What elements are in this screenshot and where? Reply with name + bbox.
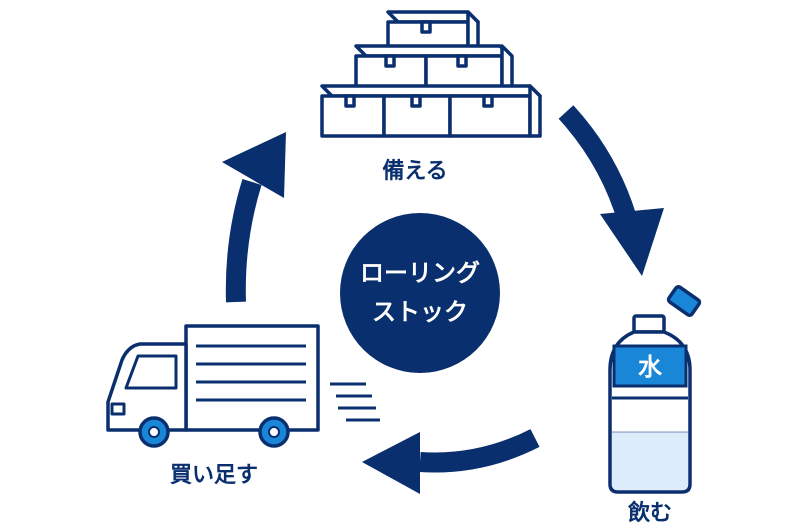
center-title-line2: ストック (372, 298, 468, 326)
step-label-drink: 飲む (627, 500, 672, 526)
center-badge: ローリング ストック (340, 213, 500, 373)
arrow-stock-to-drink-icon (558, 105, 664, 276)
bottle-label-text: 水 (638, 353, 663, 381)
step-label-stock: 備える (382, 158, 447, 184)
center-title-line1: ローリング (360, 259, 480, 287)
arrow-drink-to-replenish-icon (362, 429, 540, 494)
step-label-replenish: 買い足す (170, 463, 258, 488)
stacked-boxes-icon (320, 10, 542, 138)
water-bottle-icon: 水 (608, 285, 702, 494)
center-circle (340, 213, 500, 373)
arrow-replenish-to-stock-icon (222, 132, 286, 303)
delivery-truck-icon (106, 324, 380, 448)
cycle-arrows (222, 105, 664, 494)
